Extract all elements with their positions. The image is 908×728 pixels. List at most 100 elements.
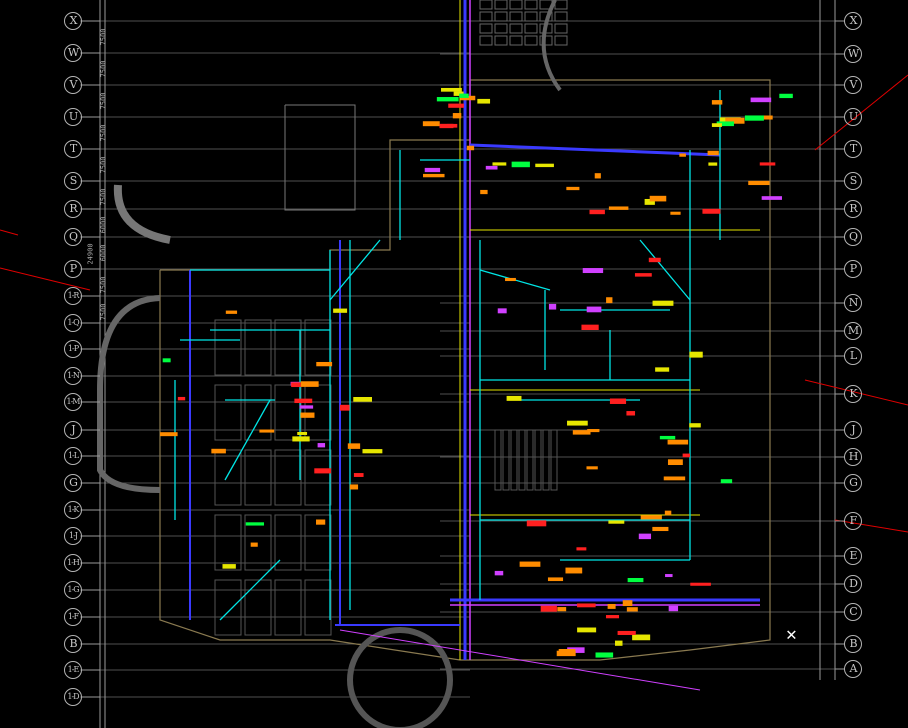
equipment-tag (627, 577, 644, 583)
equipment-tag (339, 404, 350, 411)
seat-block (524, 11, 538, 22)
axis-bubble-right-e: E (844, 547, 862, 565)
equipment-tag (720, 479, 733, 484)
equipment-tag (586, 466, 598, 470)
main-duct (469, 143, 721, 157)
equipment-tag (567, 647, 585, 653)
axis-bubble-right-s: S (844, 172, 862, 190)
parking-bay (214, 384, 242, 441)
equipment-tag (576, 547, 587, 551)
equipment-tag (605, 615, 620, 619)
equipment-tag (708, 162, 718, 166)
axis-bubble-left-j: J (64, 421, 82, 439)
equipment-tag (711, 123, 722, 127)
ramp-curve (97, 295, 161, 493)
equipment-tag (547, 577, 564, 582)
axis-bubble-right-w: W (844, 45, 862, 63)
seat-block (479, 0, 493, 10)
equipment-tag (300, 381, 319, 387)
equipment-tag (652, 526, 669, 532)
axis-bubble-left-1-r: 1-R (64, 287, 82, 305)
equipment-tag (548, 303, 557, 310)
equipment-rack (494, 429, 502, 491)
axis-bubble-right-h: H (844, 448, 862, 466)
parking-bay (244, 384, 272, 441)
axis-bubble-left-1-k: 1-K (64, 501, 82, 519)
section-line (814, 74, 908, 151)
seat-block (539, 0, 553, 10)
equipment-tag (466, 145, 475, 151)
section-line (0, 267, 91, 291)
axis-bubble-right-r: R (844, 200, 862, 218)
seat-block (554, 35, 568, 46)
seat-block (479, 35, 493, 46)
equipment-tag (668, 605, 679, 612)
equipment-tag (225, 310, 238, 314)
parking-bay (304, 449, 332, 506)
equipment-tag (667, 459, 683, 466)
axis-bubble-left-1-h: 1-H (64, 554, 82, 572)
axis-bubble-right-g: G (844, 474, 862, 492)
equipment-tag (759, 162, 776, 166)
equipment-tag (436, 97, 459, 102)
axis-bubble-right-p: P (844, 260, 862, 278)
equipment-tag (300, 412, 315, 418)
equipment-rack (518, 429, 526, 491)
axis-bubble-left-1-j: 1-J (64, 527, 82, 545)
axis-bubble-left-1-q: 1-Q (64, 314, 82, 332)
water-pipe (329, 239, 381, 301)
equipment-tag (607, 603, 616, 609)
equipment-tag (222, 564, 236, 569)
equipment-tag (353, 473, 364, 477)
dimension-text: 7500 (99, 92, 108, 110)
equipment-tag (626, 607, 638, 612)
equipment-tag (162, 358, 171, 363)
equipment-tag (690, 582, 711, 586)
pipe-line (339, 629, 701, 691)
driveway-circle (347, 627, 453, 728)
axis-bubble-right-t: T (844, 140, 862, 158)
equipment-tag (587, 429, 600, 433)
seat-block (494, 0, 508, 10)
seat-block (539, 23, 553, 34)
equipment-tag (622, 600, 633, 607)
axis-bubble-right-n: N (844, 294, 862, 312)
equipment-tag (664, 510, 672, 516)
seat-block (494, 23, 508, 34)
axis-bubble-left-t: T (64, 140, 82, 158)
dimension-text: 7500 (99, 60, 108, 78)
axis-bubble-right-k: K (844, 385, 862, 403)
equipment-tag (511, 161, 530, 168)
equipment-tag (609, 398, 627, 404)
parking-bay (214, 579, 242, 636)
equipment-tag (716, 121, 734, 127)
parking-bay (304, 319, 332, 376)
equipment-tag (447, 123, 458, 128)
dimension-text: 7500 (99, 303, 108, 321)
equipment-tag (299, 405, 314, 409)
seat-block (509, 35, 523, 46)
axis-bubble-left-1-f: 1-F (64, 608, 82, 626)
equipment-tag (608, 520, 625, 524)
equipment-tag (655, 367, 670, 372)
equipment-tag (626, 411, 636, 416)
equipment-tag (297, 431, 308, 435)
seat-block (479, 23, 493, 34)
axis-bubble-left-b: B (64, 635, 82, 653)
axis-bubble-left-u: U (64, 108, 82, 126)
equipment-tag (632, 634, 651, 641)
seat-block (494, 35, 508, 46)
equipment-tag (649, 195, 667, 202)
parking-bay (274, 384, 302, 441)
equipment-tag (606, 297, 613, 304)
parking-bay (214, 514, 242, 571)
axis-bubble-left-x: X (64, 12, 82, 30)
equipment-tag (439, 123, 454, 129)
equipment-tag (566, 186, 580, 191)
equipment-tag (292, 436, 310, 442)
equipment-tag (453, 91, 464, 96)
axis-bubble-right-j: J (844, 421, 862, 439)
equipment-tag (638, 533, 652, 540)
dimension-text: 7500 (99, 276, 108, 294)
